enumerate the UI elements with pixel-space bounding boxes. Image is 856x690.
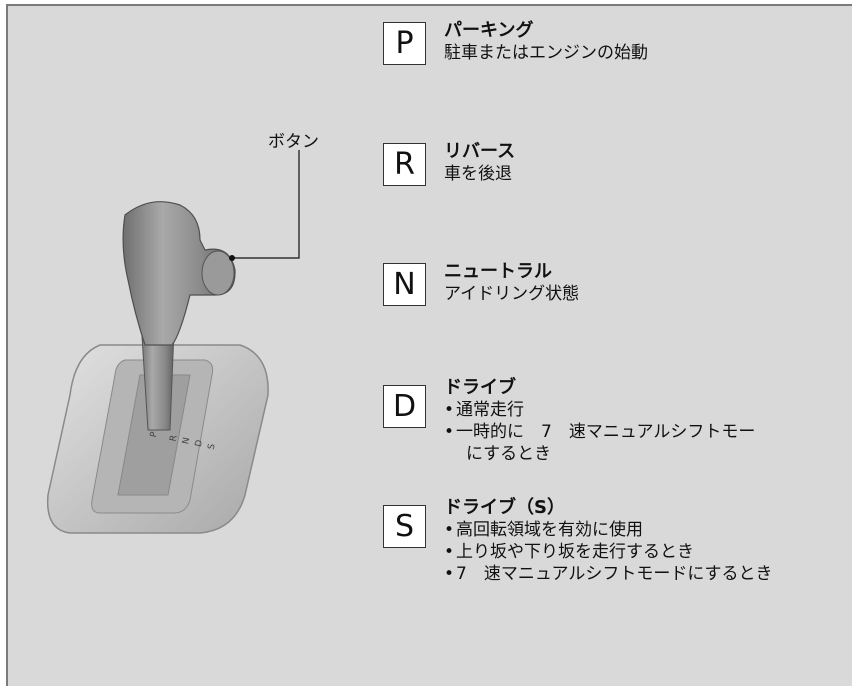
gate-description: アイドリング状態 <box>444 284 580 304</box>
shifter-gate-letter: S <box>207 443 218 451</box>
gate-bullet: 通常走行 <box>444 399 755 421</box>
gate-description: 駐車またはエンジンの始動 <box>444 43 648 63</box>
shifter-gate-letter: P <box>149 430 160 438</box>
gate-title: ドライブ <box>444 377 516 398</box>
button-callout-label: ボタン <box>268 132 319 152</box>
gate-bullet: 7 速マニュアルシフトモードにするとき <box>444 563 772 585</box>
shift-button <box>201 250 235 296</box>
gate-title: リバース <box>444 141 516 162</box>
gate-letter-s: S <box>383 505 426 548</box>
shifter-gate-letter: R <box>168 434 179 442</box>
gate-description: 車を後退 <box>444 164 512 184</box>
gate-bullet-continuation: にするとき <box>466 444 552 464</box>
gate-title: ニュートラル <box>444 261 552 282</box>
gate-bullet: 高回転領域を有効に使用 <box>444 519 773 541</box>
gate-bullet: 一時的に 7 速マニュアルシフトモー <box>444 421 755 443</box>
gate-title: パーキング <box>444 20 534 41</box>
gate-bullet: 上り坂や下り坂を走行するとき <box>444 541 773 563</box>
gate-letter-p: P <box>383 22 426 65</box>
shifter-gate-letter: N <box>181 437 192 446</box>
shift-lever-illustration: P R N D S <box>46 201 269 534</box>
gate-letter-n: N <box>383 263 426 306</box>
gate-title: ドライブ（S） <box>444 497 565 518</box>
gate-letter-d: D <box>383 385 426 428</box>
gate-letter-r: R <box>383 143 426 186</box>
shifter-gate-letter: D <box>194 439 205 448</box>
